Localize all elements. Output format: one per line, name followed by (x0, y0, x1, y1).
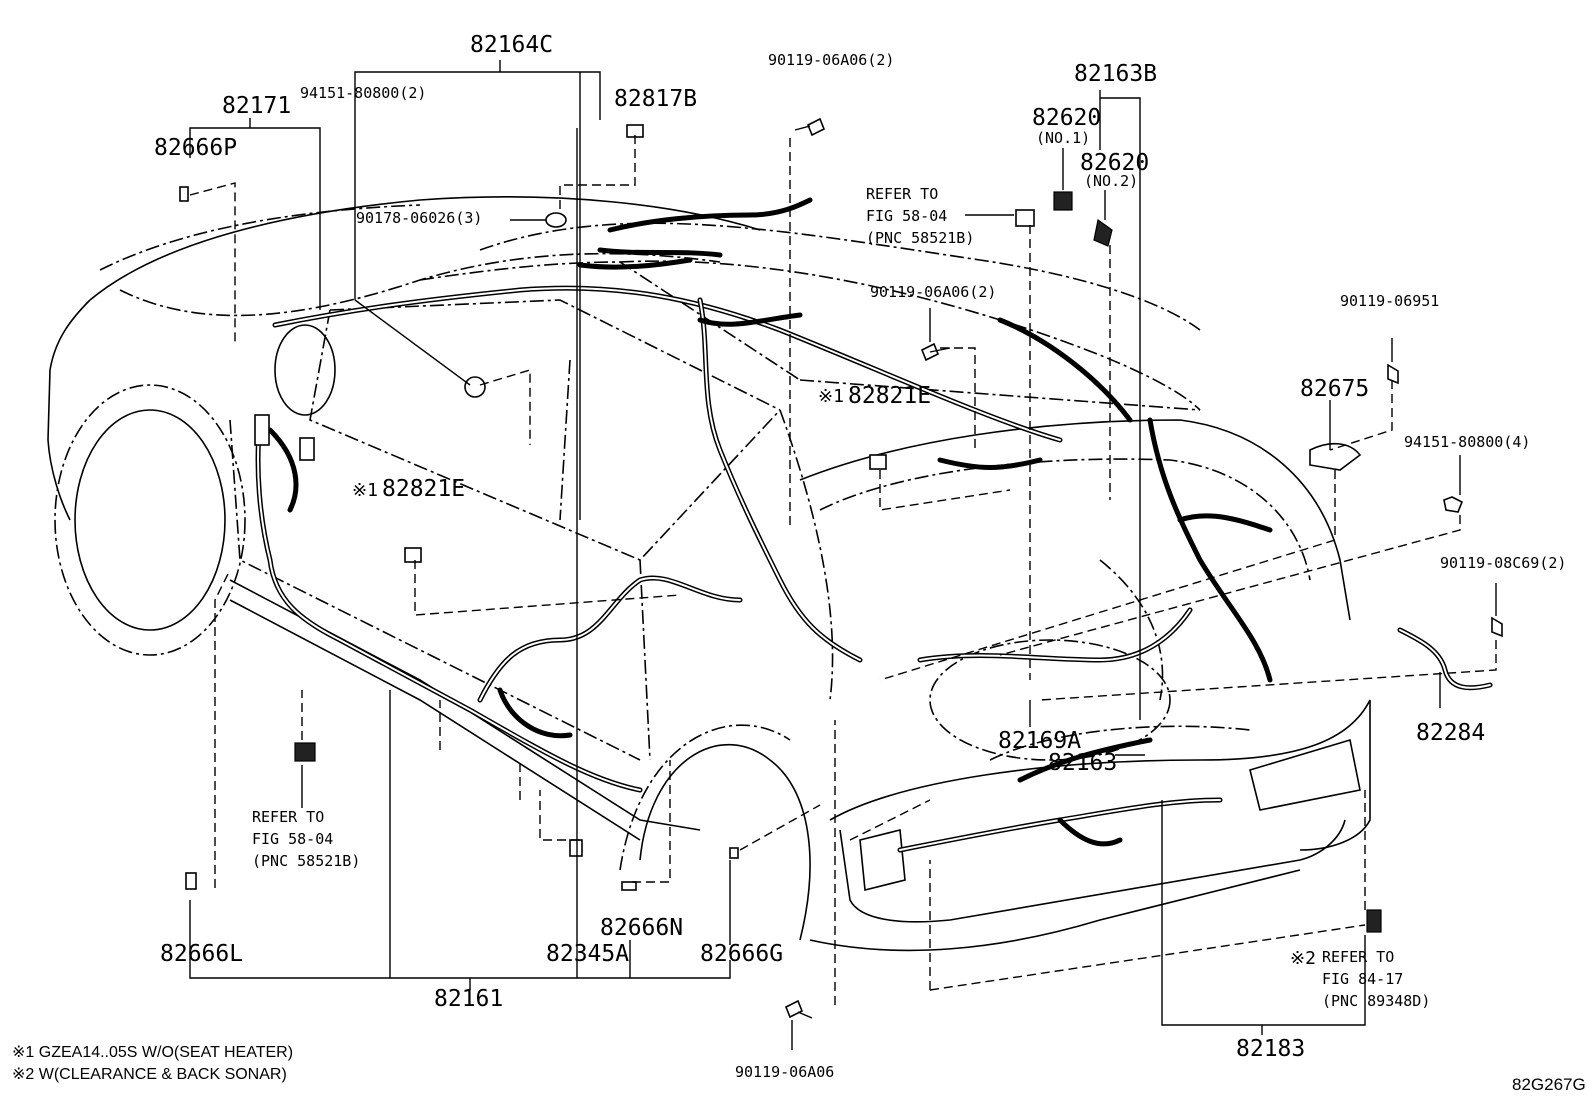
label-82675: 82675 (1300, 376, 1370, 402)
label-82163: 82163 (1048, 750, 1118, 776)
label-90119-06A06-2-mid: 90119-06A06(2) (870, 283, 997, 301)
refer-to-fig-58-04-left-a: REFER TO (252, 808, 325, 826)
label-82666G: 82666G (700, 941, 784, 967)
dashed-locators (189, 135, 1497, 1005)
mark-1-82821E-left: ※1 (352, 480, 378, 501)
label-82620-no1: 82620 (1032, 105, 1102, 131)
diagram-code: 82G267G (1512, 1075, 1586, 1094)
refer-to-fig-58-04-top-b: FIG 58-04 (866, 207, 948, 225)
parts (179, 117, 1503, 1019)
label-82164C: 82164C (470, 32, 554, 58)
label-82163B: 82163B (1074, 61, 1158, 87)
label-90119-06951: 90119-06951 (1340, 292, 1440, 310)
label-82620-no2-sub: (NO.2) (1084, 172, 1139, 190)
label-90178-06026-3: 90178-06026(3) (356, 209, 483, 227)
label-82183: 82183 (1236, 1036, 1306, 1062)
label-82284: 82284 (1416, 720, 1486, 746)
refer-to-fig-84-17-a: REFER TO (1322, 948, 1395, 966)
label-82821E-left: 82821E (382, 476, 466, 502)
mark-2-refer-fig-84-17: ※2 (1290, 948, 1316, 969)
label-82620-no1-sub: (NO.1) (1036, 129, 1091, 147)
label-82666P: 82666P (154, 135, 238, 161)
label-82666L: 82666L (160, 941, 244, 967)
label-94151-80800-2: 94151-80800(2) (300, 84, 427, 102)
label-82666N: 82666N (600, 915, 684, 941)
label-82171: 82171 (222, 93, 292, 119)
refer-to-fig-58-04-left-c: (PNC 58521B) (252, 852, 361, 870)
label-82817B: 82817B (614, 86, 698, 112)
label-82821E-right: 82821E (848, 383, 932, 409)
label-90119-06A06-bottom: 90119-06A06 (735, 1063, 835, 1081)
refer-to-fig-58-04-left-b: FIG 58-04 (252, 830, 334, 848)
footnote-1: ※1 GZEA14..05S W/O(SEAT HEATER) (12, 1044, 294, 1061)
car-body-outline (47, 196, 1371, 952)
label-94151-80800-4: 94151-80800(4) (1404, 433, 1531, 451)
label-82345A: 82345A (546, 941, 630, 967)
refer-to-fig-58-04-top-c: (PNC 58521B) (866, 229, 975, 247)
leader-lines (189, 60, 1497, 1050)
label-90119-08C69-2: 90119-08C69(2) (1440, 554, 1567, 572)
refer-to-fig-84-17-b: FIG 84-17 (1322, 970, 1404, 988)
refer-to-fig-58-04-top-a: REFER TO (866, 185, 939, 203)
refer-to-fig-84-17-c: (PNC 89348D) (1322, 992, 1431, 1010)
label-82161: 82161 (434, 986, 504, 1012)
label-82620-no2: 82620 (1080, 150, 1150, 176)
harness-wires (255, 197, 1493, 853)
label-82169A: 82169A (998, 728, 1082, 754)
mark-1-82821E-right: ※1 (818, 386, 844, 407)
label-90119-06A06-2-top: 90119-06A06(2) (768, 51, 895, 69)
footnote-2: ※2 W(CLEARANCE & BACK SONAR) (12, 1066, 287, 1083)
